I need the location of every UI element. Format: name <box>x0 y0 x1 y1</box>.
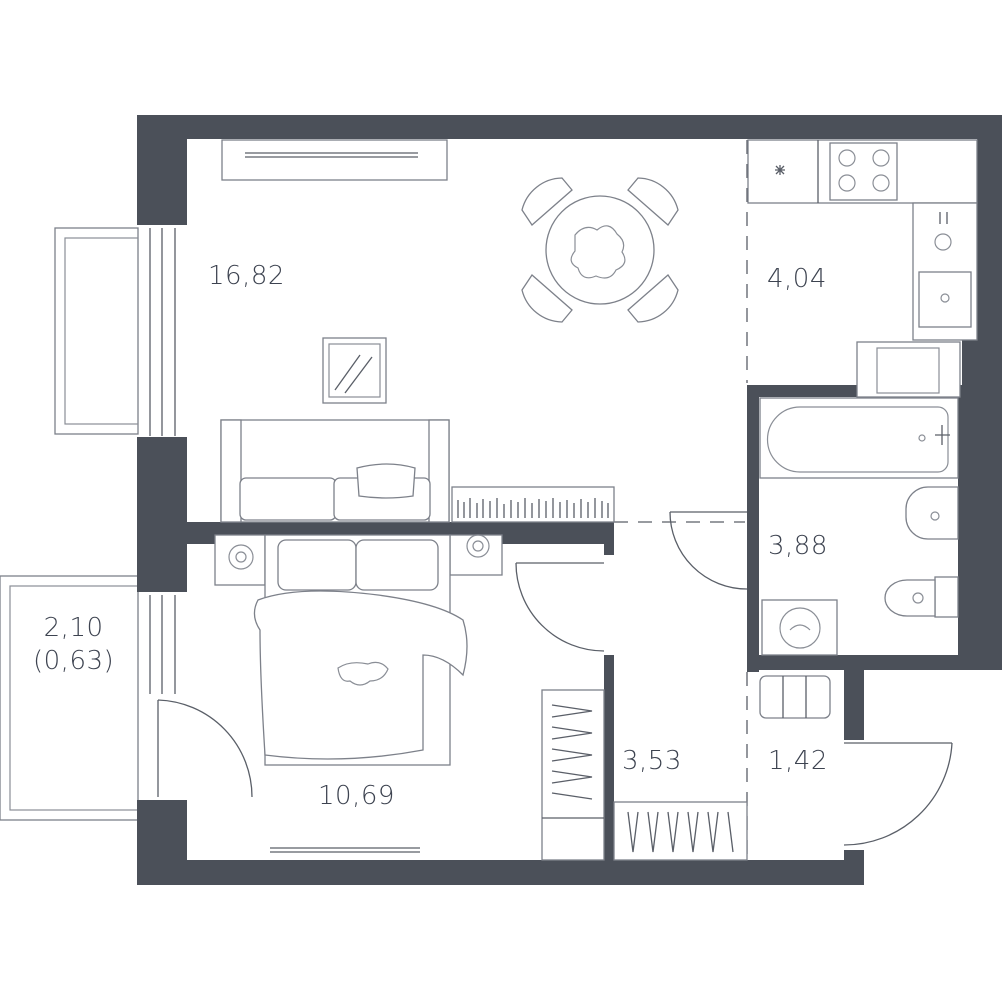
double-bed <box>253 534 468 766</box>
balcony-area: 2,10 (0,63) <box>33 612 114 677</box>
toilet <box>884 576 959 618</box>
upper-balcony <box>54 227 176 436</box>
living-room-area: 16,82 <box>208 261 285 291</box>
hall-area: 3,53 <box>622 746 682 776</box>
lower-balcony <box>0 575 176 821</box>
sink <box>905 486 959 540</box>
balcony-area-value: 2,10 <box>43 613 104 643</box>
walls <box>137 115 1002 885</box>
wardrobe-hall <box>613 801 748 861</box>
wardrobe-bedroom <box>541 689 605 861</box>
doors <box>157 511 953 846</box>
kitchen-counter <box>747 139 978 341</box>
sofa <box>220 419 450 523</box>
nightstand-right <box>449 534 503 576</box>
kitchen-area: 4,04 <box>767 264 827 294</box>
tv-unit <box>221 139 448 181</box>
entry-bench <box>759 675 831 719</box>
dining-table <box>521 177 679 323</box>
entry-area: 1,42 <box>768 746 828 776</box>
tv-bedroom <box>270 847 420 853</box>
fridge <box>856 341 961 398</box>
bathtub <box>759 397 959 479</box>
bedroom-area: 10,69 <box>318 781 395 811</box>
nightstand-left <box>214 534 266 586</box>
bathroom-area: 3,88 <box>768 531 828 561</box>
picture-frame <box>322 337 387 404</box>
bookshelf <box>451 486 615 523</box>
balcony-reduced-area: (0,63) <box>33 645 115 676</box>
washing-machine <box>761 599 838 656</box>
